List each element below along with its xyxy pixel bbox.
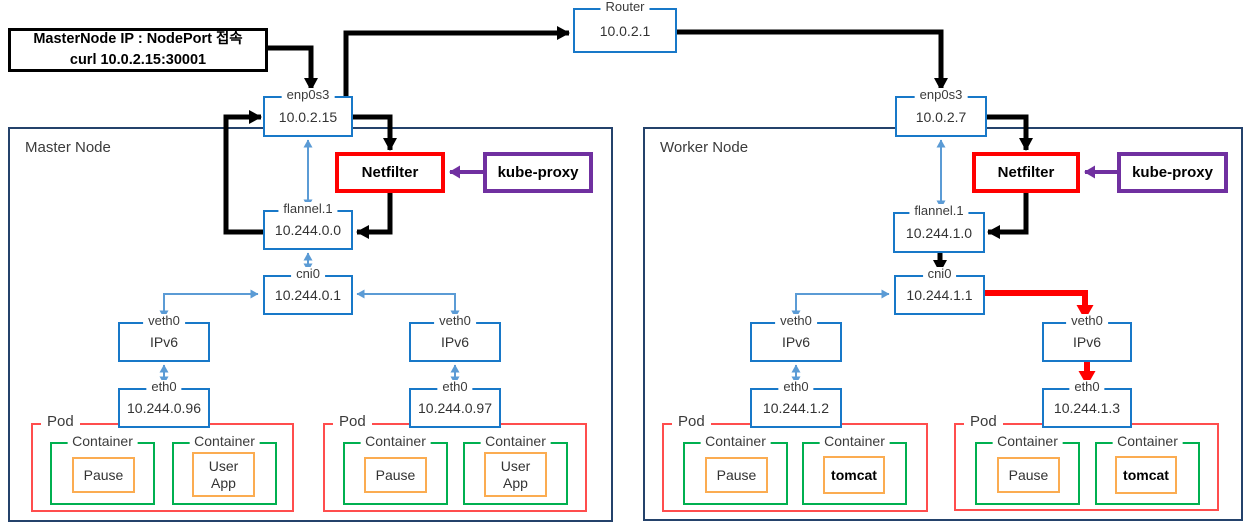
master-pod-left-label: Pod xyxy=(41,413,80,431)
master-pod-right-userapp-box: User App xyxy=(484,452,547,497)
master-eth-left-box: eth0 10.244.0.96 xyxy=(118,379,210,428)
master-pod-right-label: Pod xyxy=(333,413,372,431)
master-veth-left-label: veth0 xyxy=(143,313,185,329)
master-flannel-ip: 10.244.0.0 xyxy=(274,222,342,238)
worker-pod-right-container-2: Container xyxy=(1095,433,1200,505)
master-enp0s3-box: enp0s3 10.0.2.15 xyxy=(263,87,353,137)
master-eth-right-ip: 10.244.0.97 xyxy=(418,400,492,416)
worker-cni0-box: cni0 10.244.1.1 xyxy=(894,266,985,315)
master-cni0-box: cni0 10.244.0.1 xyxy=(263,266,353,315)
master-pod-left-userapp-box: User App xyxy=(192,452,255,497)
master-node-title: Master Node xyxy=(25,139,111,156)
master-flannel-box: flannel.1 10.244.0.0 xyxy=(263,201,353,250)
app-label: Pause xyxy=(375,466,416,483)
master-pod-left-pause-box: Pause xyxy=(72,457,135,493)
container-label: Container xyxy=(360,433,431,450)
router-box: Router 10.0.2.1 xyxy=(573,0,677,53)
worker-pod-left-container-2: Container xyxy=(802,433,907,505)
worker-veth-right-ip: IPv6 xyxy=(1072,334,1101,350)
master-veth-left-box: veth0 IPv6 xyxy=(118,313,210,362)
master-eth-right-box: eth0 10.244.0.97 xyxy=(409,379,501,428)
app-label: Pause xyxy=(716,466,757,483)
worker-enp0s3-box: enp0s3 10.0.2.7 xyxy=(895,87,987,137)
worker-flannel-ip: 10.244.1.0 xyxy=(905,224,973,241)
worker-cni0-ip: 10.244.1.1 xyxy=(906,287,973,303)
arrow-master-enp0s3-to-router xyxy=(343,26,570,96)
worker-eth-right-box: eth0 10.244.1.3 xyxy=(1042,379,1132,428)
nodeport-access-info-box: MasterNode IP : NodePort 접속 curl 10.0.2.… xyxy=(8,28,268,72)
master-cni0-label: cni0 xyxy=(291,266,325,282)
master-pod-right-container-1: Container xyxy=(343,433,448,505)
master-enp0s3-ip: 10.0.2.15 xyxy=(278,108,338,125)
worker-eth-right-label: eth0 xyxy=(1069,379,1105,395)
app-label: Pause xyxy=(1008,466,1049,483)
worker-pod-left-container-1: Container xyxy=(683,433,788,505)
app-label: Pause xyxy=(83,466,124,483)
master-netfilter-label: Netfilter xyxy=(361,164,419,181)
master-enp0s3-label: enp0s3 xyxy=(281,87,335,103)
container-label: Container xyxy=(992,433,1063,450)
worker-veth-left-box: veth0 IPv6 xyxy=(750,313,842,362)
worker-pod-left-tomcat-box: tomcat xyxy=(823,456,885,494)
worker-pod-right-pause-box: Pause xyxy=(997,457,1060,493)
info-line-1: MasterNode IP : NodePort 접속 xyxy=(33,30,243,47)
container-label: Container xyxy=(819,433,890,450)
worker-eth-right-ip: 10.244.1.3 xyxy=(1053,400,1121,416)
master-veth-right-ip: IPv6 xyxy=(440,334,469,350)
container-label: Container xyxy=(700,433,771,450)
worker-enp0s3-label: enp0s3 xyxy=(914,87,968,103)
router-ip: 10.0.2.1 xyxy=(599,22,651,39)
arrow-curl-request-to-master-enp0s3 xyxy=(268,45,318,91)
master-veth-right-label: veth0 xyxy=(434,313,476,329)
container-label: Container xyxy=(480,433,551,450)
worker-node-title: Worker Node xyxy=(660,139,749,156)
worker-veth-right-label: veth0 xyxy=(1066,313,1108,329)
worker-kube-proxy-box: kube-proxy xyxy=(1117,152,1228,193)
master-veth-right-box: veth0 IPv6 xyxy=(409,313,501,362)
app-label: User App xyxy=(500,458,531,491)
master-kube-proxy-box: kube-proxy xyxy=(483,152,593,193)
worker-enp0s3-ip: 10.0.2.7 xyxy=(915,108,967,125)
master-netfilter-box: Netfilter xyxy=(335,152,445,193)
worker-pod-right-container-1: Container xyxy=(975,433,1080,505)
worker-flannel-box: flannel.1 10.244.1.0 xyxy=(893,203,985,253)
worker-eth-left-label: eth0 xyxy=(778,379,814,395)
worker-flannel-label: flannel.1 xyxy=(909,203,969,219)
info-line-2: curl 10.0.2.15:30001 xyxy=(69,52,207,68)
worker-kube-proxy-label: kube-proxy xyxy=(1132,164,1213,181)
worker-pod-left-label: Pod xyxy=(672,413,711,431)
worker-eth-left-ip: 10.244.1.2 xyxy=(762,400,830,416)
master-eth-left-ip: 10.244.0.96 xyxy=(127,400,201,416)
master-flannel-label: flannel.1 xyxy=(278,201,338,217)
worker-pod-right-label: Pod xyxy=(964,413,1003,431)
container-label: Container xyxy=(1112,433,1183,450)
router-label: Router xyxy=(600,0,650,15)
master-pod-right-pause-box: Pause xyxy=(364,457,427,493)
worker-cni0-label: cni0 xyxy=(922,266,957,282)
master-pod-left-container-2: Container xyxy=(172,433,277,505)
master-pod-left-container-1: Container xyxy=(50,433,155,505)
master-eth-right-label: eth0 xyxy=(437,379,473,395)
container-label: Container xyxy=(189,433,260,450)
app-label: tomcat xyxy=(1123,466,1169,483)
master-pod-right-container-2: Container xyxy=(463,433,568,505)
app-label: User App xyxy=(208,458,239,491)
master-veth-left-ip: IPv6 xyxy=(149,334,178,350)
worker-netfilter-box: Netfilter xyxy=(972,152,1080,193)
container-label: Container xyxy=(67,433,138,450)
arrow-router-to-worker-enp0s3 xyxy=(677,29,948,91)
worker-pod-left-pause-box: Pause xyxy=(705,457,768,493)
worker-eth-left-box: eth0 10.244.1.2 xyxy=(750,379,842,428)
worker-veth-right-box: veth0 IPv6 xyxy=(1042,313,1132,362)
master-eth-left-label: eth0 xyxy=(146,379,182,395)
worker-netfilter-label: Netfilter xyxy=(997,164,1055,181)
master-kube-proxy-label: kube-proxy xyxy=(497,164,579,181)
worker-veth-left-ip: IPv6 xyxy=(781,334,810,350)
app-label: tomcat xyxy=(831,466,877,483)
worker-pod-right-tomcat-box: tomcat xyxy=(1115,456,1177,494)
master-cni0-ip: 10.244.0.1 xyxy=(274,287,342,303)
worker-veth-left-label: veth0 xyxy=(775,313,817,329)
